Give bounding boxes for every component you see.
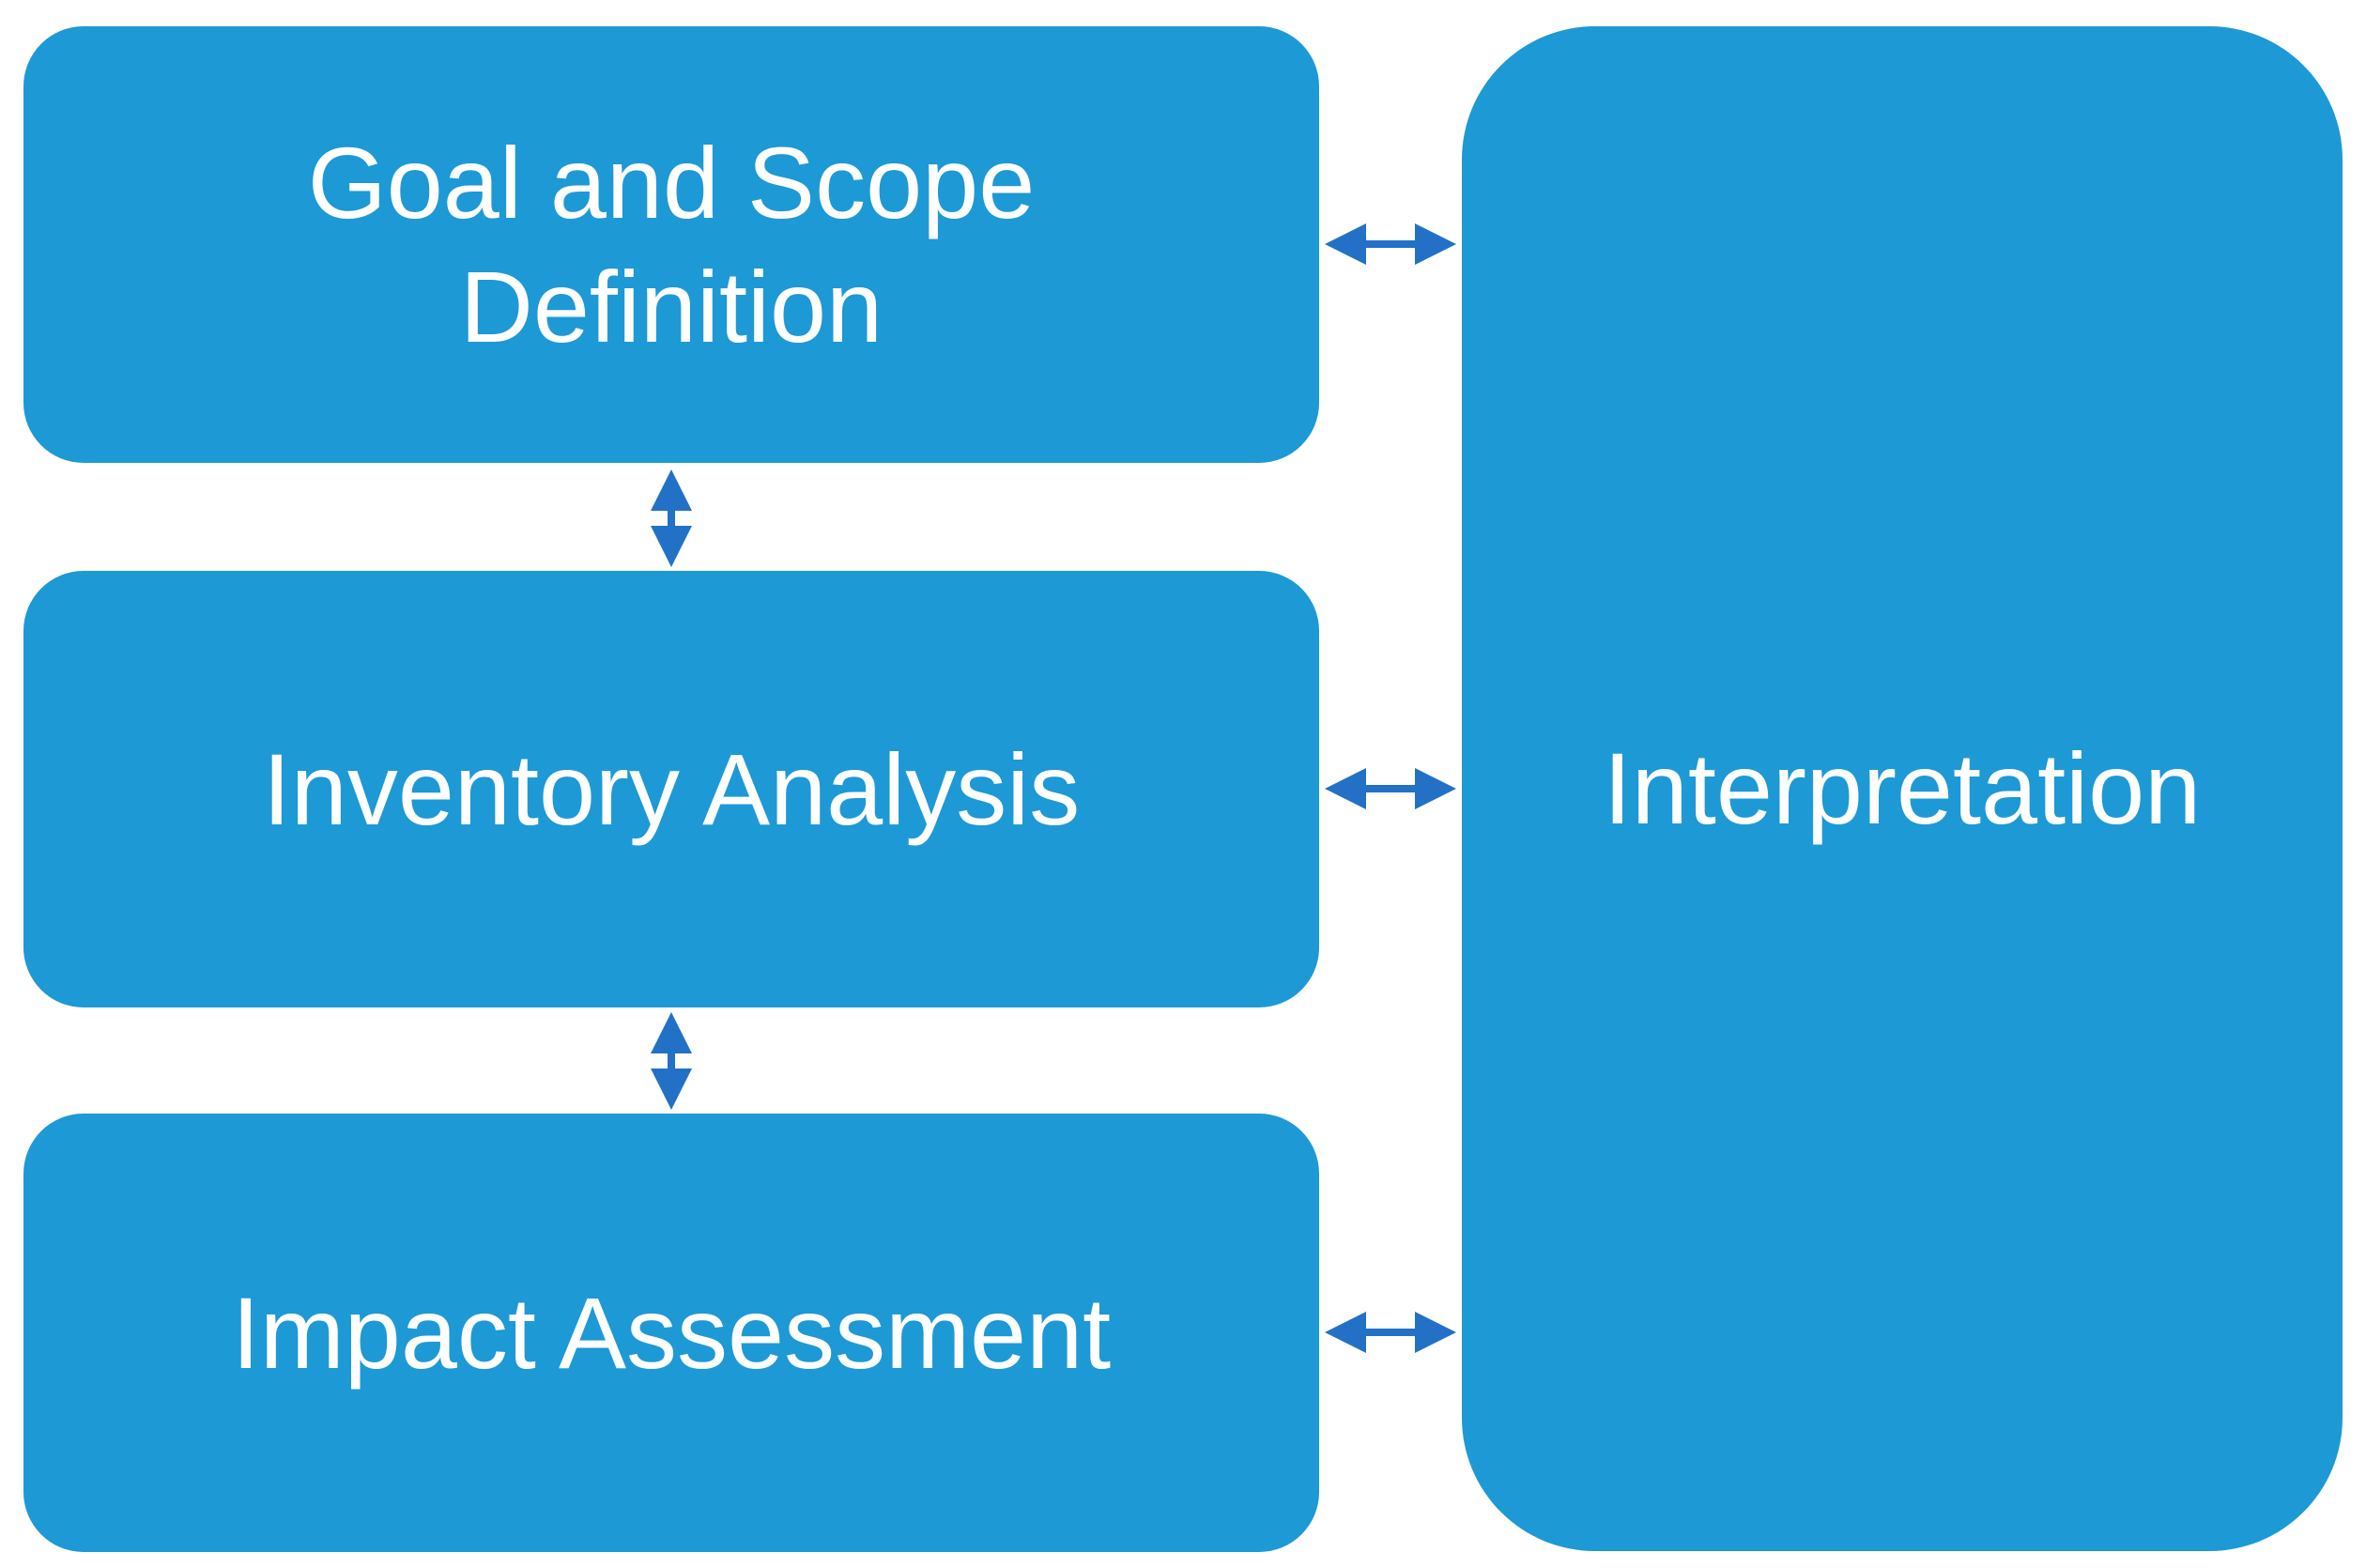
impact-assessment-box: Impact Assessment bbox=[23, 1114, 1319, 1552]
interpretation-label: Interpretation bbox=[1603, 731, 2202, 846]
inventory-analysis-box: Inventory Analysis bbox=[23, 571, 1319, 1007]
goal-scope-definition-label: Goal and Scope Definition bbox=[307, 125, 1036, 363]
interpretation-box: Interpretation bbox=[1462, 26, 2343, 1551]
goal-scope-definition-box: Goal and Scope Definition bbox=[23, 26, 1319, 463]
inventory-analysis-label: Inventory Analysis bbox=[262, 731, 1081, 846]
impact-assessment-label: Impact Assessment bbox=[231, 1275, 1112, 1390]
bidirectional-arrow-icon-goal-interpretation bbox=[1325, 223, 1456, 266]
bidirectional-arrow-icon-inventory-interpretation bbox=[1325, 767, 1456, 810]
bidirectional-arrow-icon-inventory-impact bbox=[650, 1012, 693, 1110]
bidirectional-arrow-icon-impact-interpretation bbox=[1325, 1311, 1456, 1354]
bidirectional-arrow-icon-goal-inventory bbox=[650, 469, 693, 567]
